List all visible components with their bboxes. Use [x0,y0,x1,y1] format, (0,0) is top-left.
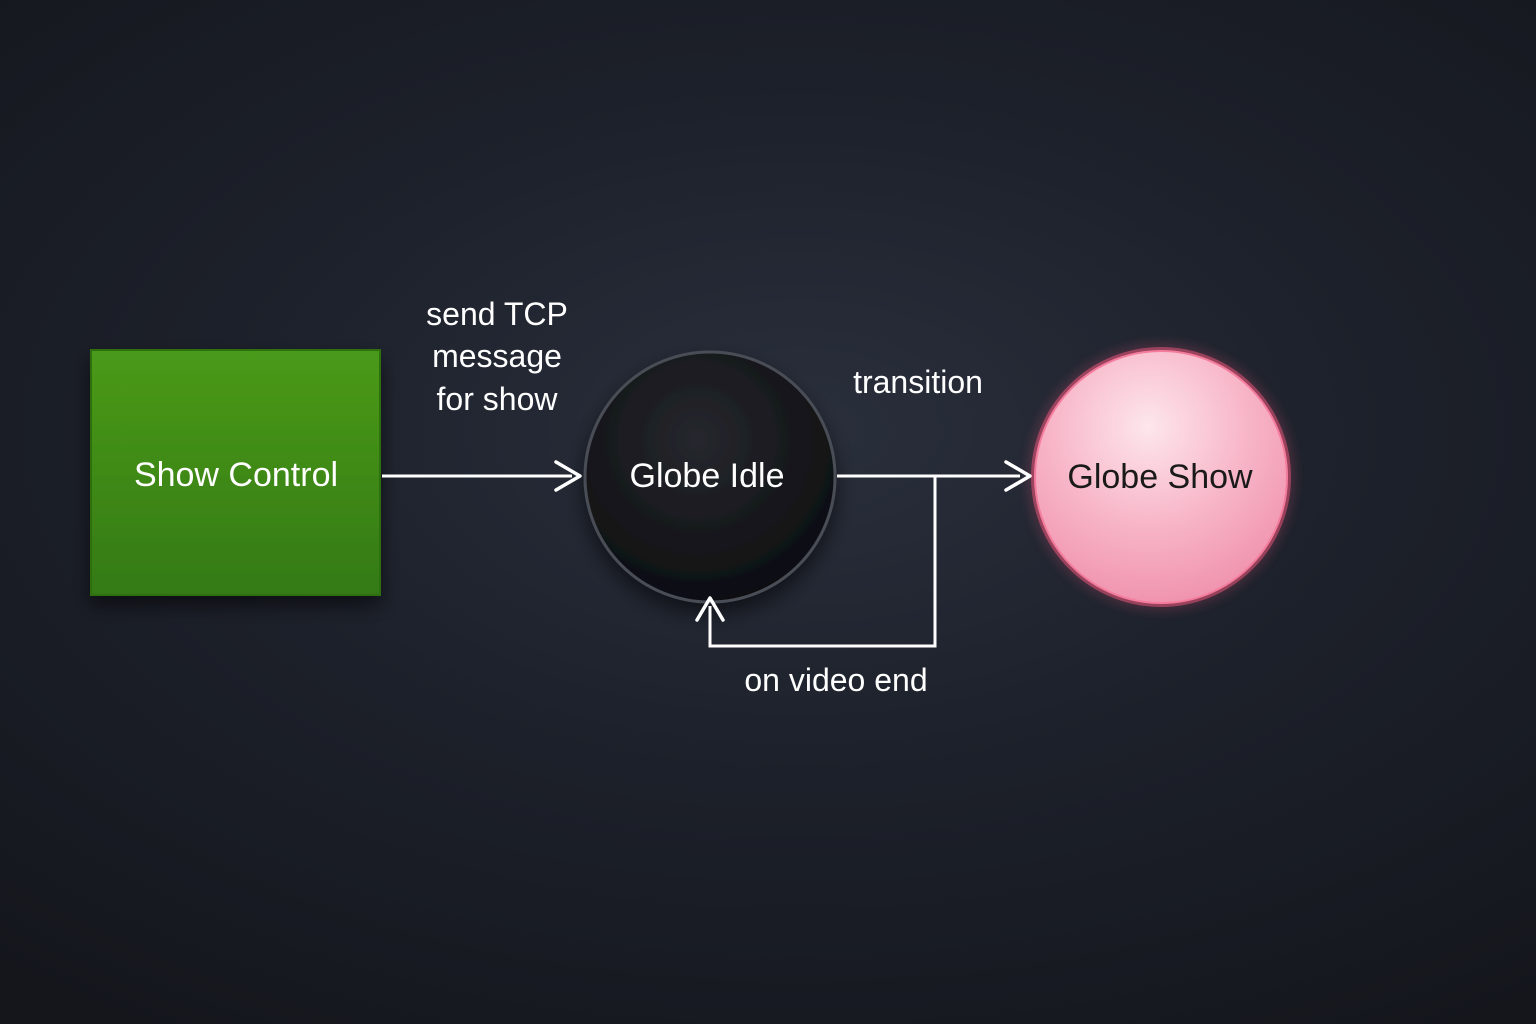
send-tcp-arrowhead [554,460,582,492]
globe-show-node: Globe Show [1031,347,1291,607]
show-control-box [90,349,381,596]
globe-idle-label: Globe Idle [630,457,785,495]
send-tcp-label-line-2: message [432,338,562,374]
video-end-arrowhead [695,596,725,622]
transition-arrowhead [1004,460,1032,492]
edge-video-end: on video end [695,476,937,698]
globe-show-label: Globe Show [1067,458,1253,496]
edge-send-tcp: send TCP message for show [382,296,582,492]
globe-show-circle [1034,350,1288,604]
video-end-label: on video end [744,662,927,698]
transition-label: transition [853,364,983,400]
globe-idle-node: Globe Idle [583,350,837,604]
send-tcp-label-line-1: send TCP [426,296,568,332]
send-tcp-label-line-3: for show [437,381,559,417]
globe-show-glow [1031,347,1291,607]
globe-idle-circle [583,350,837,604]
video-end-loop-line [708,476,937,648]
show-control-node: Show Control [90,349,381,596]
show-control-label: Show Control [134,456,338,494]
edge-transition: transition [837,364,1032,492]
